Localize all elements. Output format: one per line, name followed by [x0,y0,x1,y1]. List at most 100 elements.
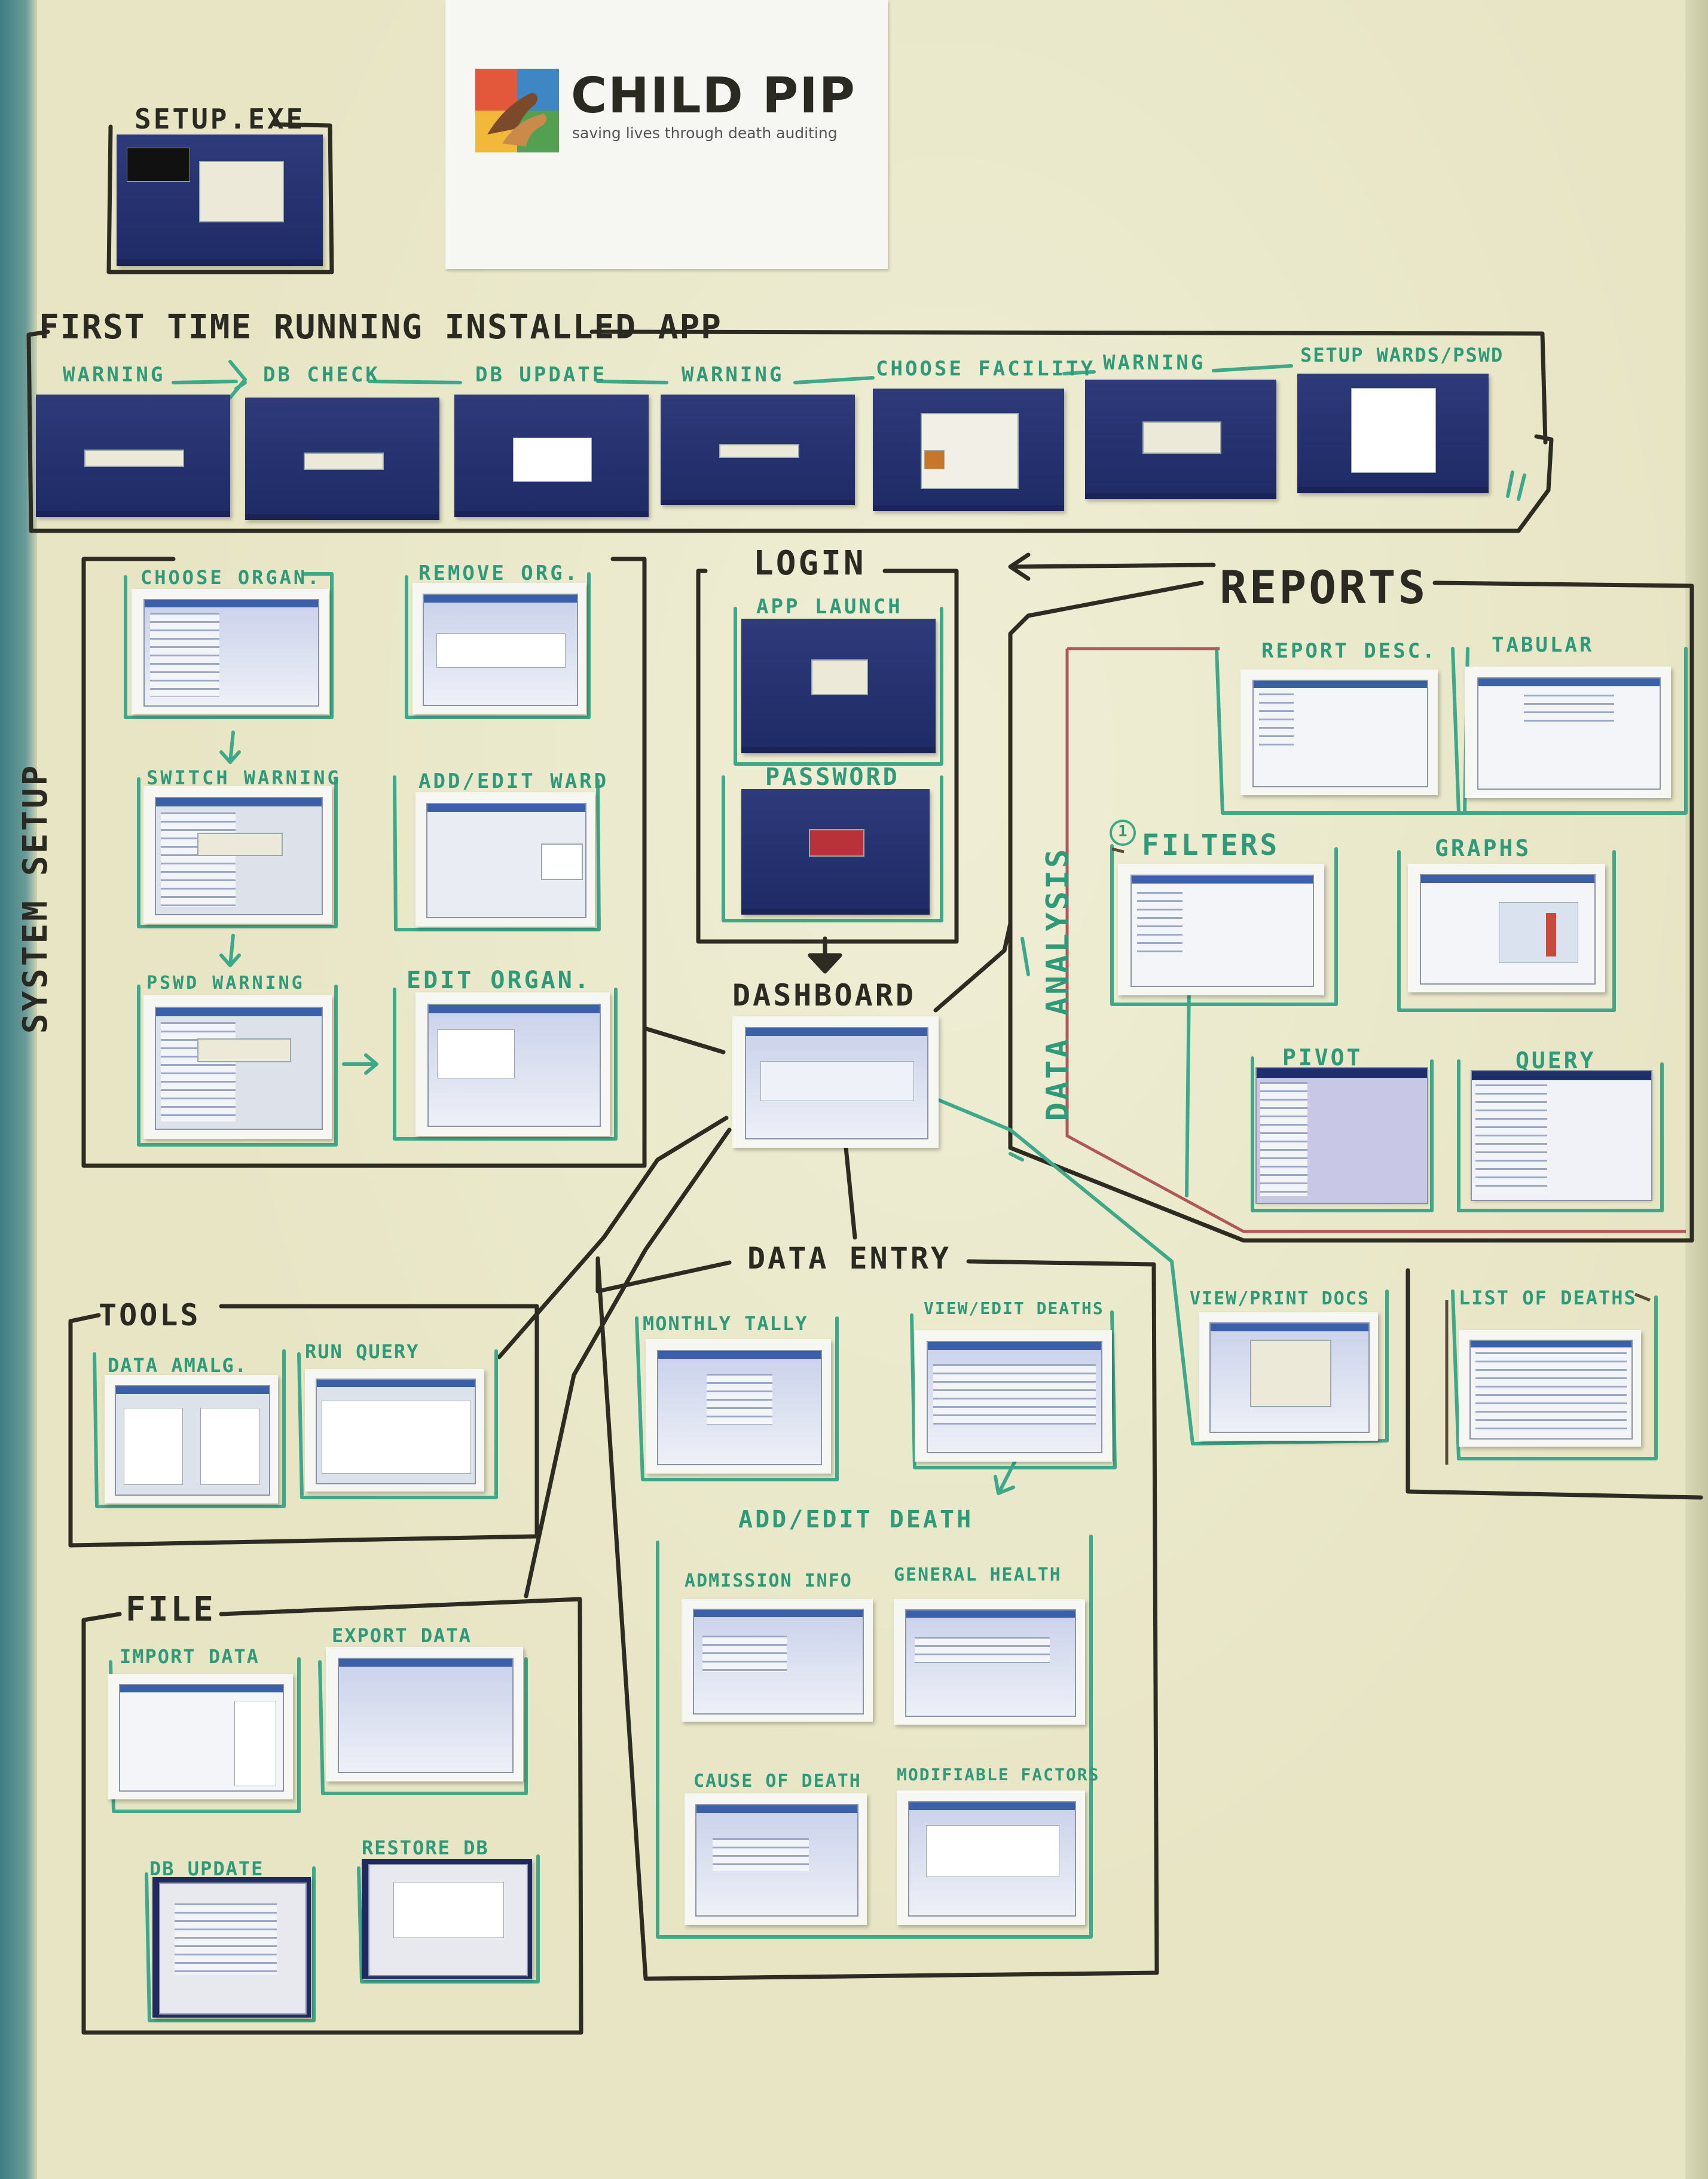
label-view-edit-deaths: VIEW/EDIT DEATHS [924,1298,1104,1318]
screenshot-edit-organ [415,992,610,1136]
step-label: WARNING [1103,351,1206,375]
arrow-right-icon [342,1053,378,1075]
label-list-of-deaths: LIST OF DEATHS [1459,1286,1637,1309]
label-run-query: RUN QUERY [305,1340,420,1363]
label-filters: FILTERS [1142,829,1280,862]
logo-title: CHILD PIP [571,68,856,124]
query-frame [1457,1059,1664,1212]
filters-frame [1110,844,1338,1006]
label-pivot: PIVOT [1282,1044,1363,1071]
run-query-frame [297,1349,498,1499]
restore-db-frame [357,1854,540,1984]
add-edit-death-frame [656,1535,1093,1939]
login-title: LOGIN [753,544,866,583]
dashboard-title: DASHBOARD [732,978,916,1013]
data-entry-frame [595,1256,1159,1981]
view-print-frame [937,1098,1389,1445]
label-app-launch: APP LAUNCH [756,595,903,619]
file-title: FILE [126,1590,216,1629]
setup-screenshot [117,135,323,266]
screenshot-graphs [1408,864,1605,992]
setup-title: SETUP.EXE [135,103,305,135]
data-amalg-frame [93,1349,286,1508]
screenshot-admission-info [682,1599,873,1722]
arrow-down-icon [219,934,241,967]
connector-dashboard-dataentry [844,1145,857,1240]
red-frame-data-analysis [1065,649,1686,1233]
reports-frame [1008,580,1694,1243]
first-time-title: FIRST TIME RUNNING INSTALLED APP [39,308,722,347]
label-edit-organ: EDIT ORGAN. [407,967,591,994]
step-label: CHOOSE FACILITY [876,357,1096,381]
arrow-down-icon [994,1457,1018,1495]
export-frame [318,1657,528,1795]
switch-warning-frame [137,777,338,928]
connector-to-login [1014,563,1216,569]
label-pswd-warning: PSWD WARNING [146,973,305,994]
label-remove-org: REMOVE ORG. [418,561,580,585]
first-time-frame [26,329,1554,533]
label-monthly-tally: MONTHLY TALLY [643,1312,808,1335]
step-label: DB UPDATE [475,363,607,387]
label-report-desc: REPORT DESC. [1261,639,1437,663]
system-setup-frame [81,557,647,1168]
label-general-health: GENERAL HEALTH [894,1564,1062,1585]
screenshot-db-check [245,398,439,520]
screenshot-db-update-file [152,1877,311,2018]
arrow-down-icon [808,953,842,974]
screenshot-export-data [326,1647,523,1781]
list-deaths-inner-frame [1451,1289,1658,1460]
screenshot-remove-org [413,583,586,714]
setup-frame [106,122,334,274]
chevron-right-icon [228,360,247,399]
label-choose-organ: CHOOSE ORGAN. [140,566,322,589]
edit-organ-frame [393,988,618,1141]
password-frame [722,775,943,922]
connector-dashboard-tools [497,1116,729,1359]
list-deaths-frame [1405,1268,1703,1500]
arrow-left-icon [1008,552,1031,581]
db-update-frame [145,1866,316,2022]
screenshot-warning-1 [36,395,230,517]
graphs-frame [1397,850,1616,1012]
screenshot-warning-3 [1085,380,1276,499]
add-edit-ward-frame [393,775,601,931]
screenshot-warning-2 [661,395,855,505]
screenshot-dashboard[interactable] [732,1016,939,1148]
first-time-arrows [172,364,1293,384]
label-data-amalg: DATA AMALG. [108,1354,248,1377]
screenshot-password [741,789,930,915]
label-modifiable-factors: MODIFIABLE FACTORS [897,1765,1100,1784]
label-admission-info: ADMISSION INFO [685,1570,853,1591]
label-add-edit-death: ADD/EDIT DEATH [738,1506,974,1533]
screenshot-run-query [305,1369,484,1492]
data-entry-title: DATA ENTRY [747,1241,952,1276]
arrow-down-icon [219,731,241,764]
step-label: WARNING [682,363,784,387]
connector-dashboard-file [524,1127,732,1599]
logo-sheet: CHILD PIP saving lives through death aud… [445,0,888,269]
monthly-tally-frame [635,1316,839,1481]
screenshot-report-desc [1240,670,1438,795]
screenshot-db-update [454,395,649,517]
screenshot-pswd-warning [143,995,332,1139]
pswd-warning-frame [137,985,338,1147]
screenshot-view-print-docs [1199,1312,1378,1441]
reports-title: REPORTS [1220,561,1428,614]
system-setup-title: SYSTEM SETUP [16,763,55,1034]
screenshot-app-launch [741,619,936,753]
hands-logo-icon [475,69,559,152]
arrow-marks [1506,470,1526,501]
file-frame [81,1597,583,2035]
connector-dashboard-reports [933,921,1013,1013]
screenshot-choose-organ [132,589,329,714]
remove-org-frame [405,572,591,719]
screenshot-pivot [1255,1067,1428,1204]
label-add-edit-ward: ADD/EDIT WARD [418,769,609,793]
label-cause-of-death: CAUSE OF DEATH [693,1771,861,1792]
view-edit-deaths-frame [910,1310,1117,1469]
screenshot-modifiable-factors [897,1790,1085,1925]
label-restore-db: RESTORE DB [362,1836,489,1859]
login-frame [696,569,959,944]
tabular-frame [1451,647,1688,815]
